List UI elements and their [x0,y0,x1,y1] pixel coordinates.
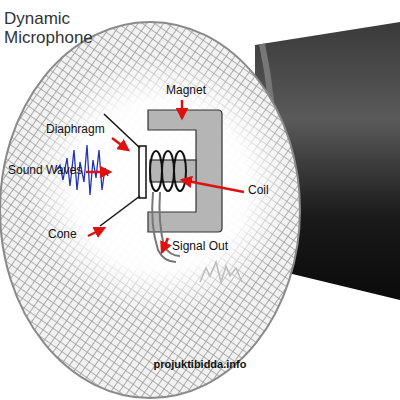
pointer-arrow [86,171,110,174]
part-label: Signal Out [172,240,252,253]
watermark: projuktibidda.info [120,358,280,370]
diagram-title: Dynamic Microphone [4,10,116,47]
coil-loop [150,151,162,191]
part-label: Cone [48,228,98,241]
pointer-arrows [86,100,244,252]
part-label: Coil [248,184,298,197]
pointer-arrow [162,238,168,252]
pointer-arrow [112,138,128,150]
coil-loop [174,151,186,191]
cone-edge [104,114,140,148]
cone-edge [100,196,140,226]
part-label: Diaphragm [46,123,126,136]
coil-loop [162,151,174,191]
pointer-arrow [88,228,104,236]
part-label: Magnet [166,84,236,97]
output-waveform [200,262,242,282]
pointer-arrow [181,100,184,118]
diaphragm-plate [139,146,146,198]
part-label: Sound Waves [8,164,98,177]
coil-winding [150,151,186,191]
microphone-grille [0,22,300,398]
pointer-arrow [182,180,244,192]
